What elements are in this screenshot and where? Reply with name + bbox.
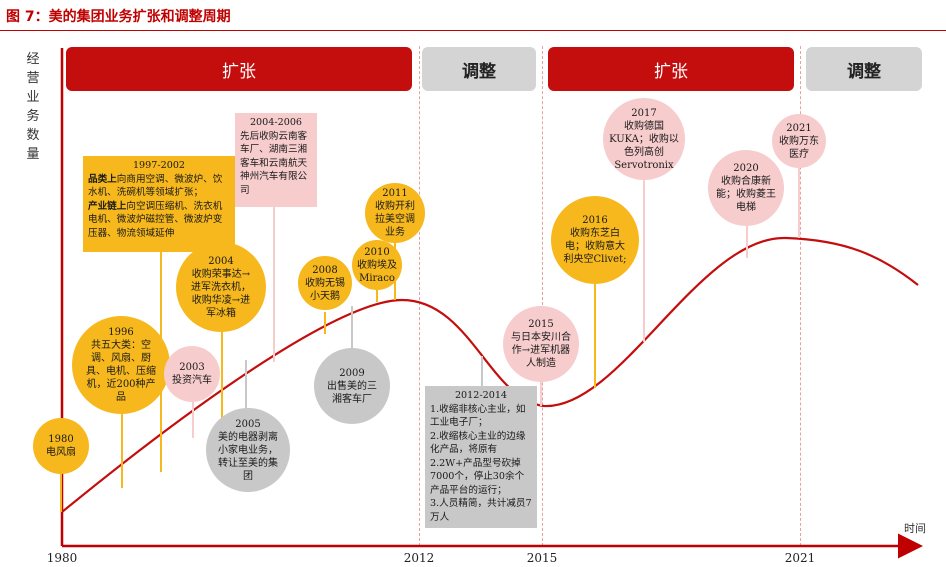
stem-2016 [594,284,596,388]
event-2012-2014: 2012-2014 1.收缩非核心主业，如工业电子厂； 2.收缩核心主业的边缘化… [425,386,537,528]
event-2005: 2005 美的电器剥离小家电业务，转让至美的集团 [206,408,290,492]
phase-label: 扩张 [654,61,688,82]
event-year: 2004 [208,255,234,267]
event-2003: 2003 投资汽车 [164,346,220,402]
event-year: 2005 [235,418,261,430]
event-text: 出售美的三湘客车厂 [327,380,377,405]
stem-2003 [192,398,194,438]
event-1996: 1996 共五大类：空调、风扇、厨具、电机、压缩机，近200种产品 [72,316,170,414]
event-year: 2020 [733,163,759,174]
divider-2012 [419,46,420,546]
y-axis-label: 经营业务数量 [26,52,40,162]
event-2009: 2009 出售美的三湘客车厂 [314,348,390,424]
event-2020: 2020 收购合康新能；收购菱王电梯 [708,150,784,226]
event-year: 1996 [108,327,134,338]
event-year: 2017 [631,107,657,119]
event-line-chain: 产业链上向空调压缩机、洗衣机电机、微波炉磁控管、微波炉变压器、物流领域延伸 [88,200,230,241]
stem-2017 [643,178,645,342]
phase-label: 扩张 [222,61,256,82]
event-year: 2015 [528,319,554,330]
event-text: 收购埃及Miraco [357,259,397,284]
event-2004: 2004 收购荣事达→进军洗衣机，收购华凌→进军冰箱 [176,242,266,332]
stem-2005 [245,360,247,416]
event-line-bold: 品类上 [88,173,117,185]
stem-2004 [221,318,223,422]
event-line-3: 3.人员精简，共计减员7万人 [430,498,532,523]
event-text: 投资汽车 [172,375,212,386]
stem-2020 [746,224,748,258]
event-text: 与日本安川合作→进军机器人制造 [511,332,571,369]
event-text: 收购万东医疗 [779,135,819,160]
event-2011: 2011 收购开利拉美空调业务 [365,183,425,243]
event-2008: 2008 收购无锡小天鹅 [298,256,352,310]
event-text: 收购合康新能；收购菱王电梯 [716,176,776,213]
event-2016: 2016 收购东芝白电；收购意大利央空Clivet; [551,196,639,284]
event-text: 电风扇 [46,447,76,458]
event-text: 收购开利拉美空调业务 [375,201,415,238]
stem-2021 [798,166,800,238]
stem-2004-06 [273,206,275,362]
phase-bar-adjust-2: 调整 [806,47,922,91]
x-tick-1980: 1980 [46,551,78,565]
event-year: 2009 [339,367,365,379]
event-year: 2010 [364,246,390,258]
stem-2009 [351,306,353,354]
event-2004-2006: 2004-2006 先后收购云南客车厂、湖南三湘客车和云南航天神州汽车有限公司 [235,113,317,207]
event-text: 共五大类：空调、风扇、厨具、电机、压缩机，近200种产品 [86,340,156,403]
event-year: 2016 [582,215,608,226]
phase-bar-adjust-1: 调整 [422,47,536,91]
event-2015: 2015 与日本安川合作→进军机器人制造 [503,306,579,382]
event-line-category: 品类上向商用空调、微波炉、饮水机、洗碗机等领域扩张； [88,173,230,200]
event-text: 收购东芝白电；收购意大利央空Clivet; [563,228,627,265]
event-1980: 1980 电风扇 [33,418,89,474]
event-year: 2008 [312,264,338,276]
stem-1980 [60,468,62,512]
event-line-bold: 产业链上 [88,200,127,212]
event-year: 2012-2014 [454,390,508,401]
stem-1996 [121,398,123,488]
event-year: 2003 [179,362,205,373]
event-year: 2021 [786,122,812,134]
x-tick-2012: 2012 [403,551,435,565]
event-year: 1980 [48,434,74,445]
x-axis-label: 时间 [904,522,926,535]
stem-2008 [324,312,326,334]
event-text: 收购荣事达→进军洗衣机，收购华凌→进军冰箱 [191,268,251,319]
event-text: 收购无锡小天鹅 [305,277,345,302]
stem-2015 [540,380,542,406]
divider-2021 [800,46,801,546]
x-tick-2015: 2015 [526,551,558,565]
event-text: 美的电器剥离小家电业务，转让至美的集团 [218,431,278,482]
divider-2015 [542,46,543,546]
event-year: 2011 [382,188,408,199]
event-year: 1997-2002 [132,160,186,171]
phase-label: 调整 [462,61,496,82]
stem-2010 [376,288,378,302]
event-line-text: 向商用空调、微波炉、饮水机、洗碗机等领域扩张； [88,173,223,199]
phase-label: 调整 [847,61,881,82]
event-year: 2004-2006 [249,117,303,128]
x-tick-2021: 2021 [784,551,816,565]
event-line-2: 2.收缩核心主业的边缘化产品，将原有2.2W+产品型号砍掉7000个，停止30余… [430,430,526,496]
stem-2012-14 [481,356,483,386]
event-text: 收购德国KUKA；收购以色列高创Servotronix [609,120,679,171]
title-rule [0,30,946,31]
event-line-text: 向空调压缩机、洗衣机电机、微波炉磁控管、微波炉变压器、物流领域延伸 [88,200,223,239]
event-1997-2002: 1997-2002 品类上向商用空调、微波炉、饮水机、洗碗机等领域扩张； 产业链… [83,156,235,252]
event-text: 先后收购云南客车厂、湖南三湘客车和云南航天神州汽车有限公司 [240,130,308,196]
event-2017: 2017 收购德国KUKA；收购以色列高创Servotronix [603,98,685,180]
event-2021: 2021 收购万东医疗 [772,114,826,168]
figure-title: 图 7：美的集团业务扩张和调整周期 [6,9,231,25]
event-2010: 2010 收购埃及Miraco [352,240,402,290]
phase-bar-expand-2: 扩张 [548,47,794,91]
phase-bar-expand-1: 扩张 [66,47,412,91]
event-line-1: 1.收缩非核心主业，如工业电子厂； [430,403,526,429]
